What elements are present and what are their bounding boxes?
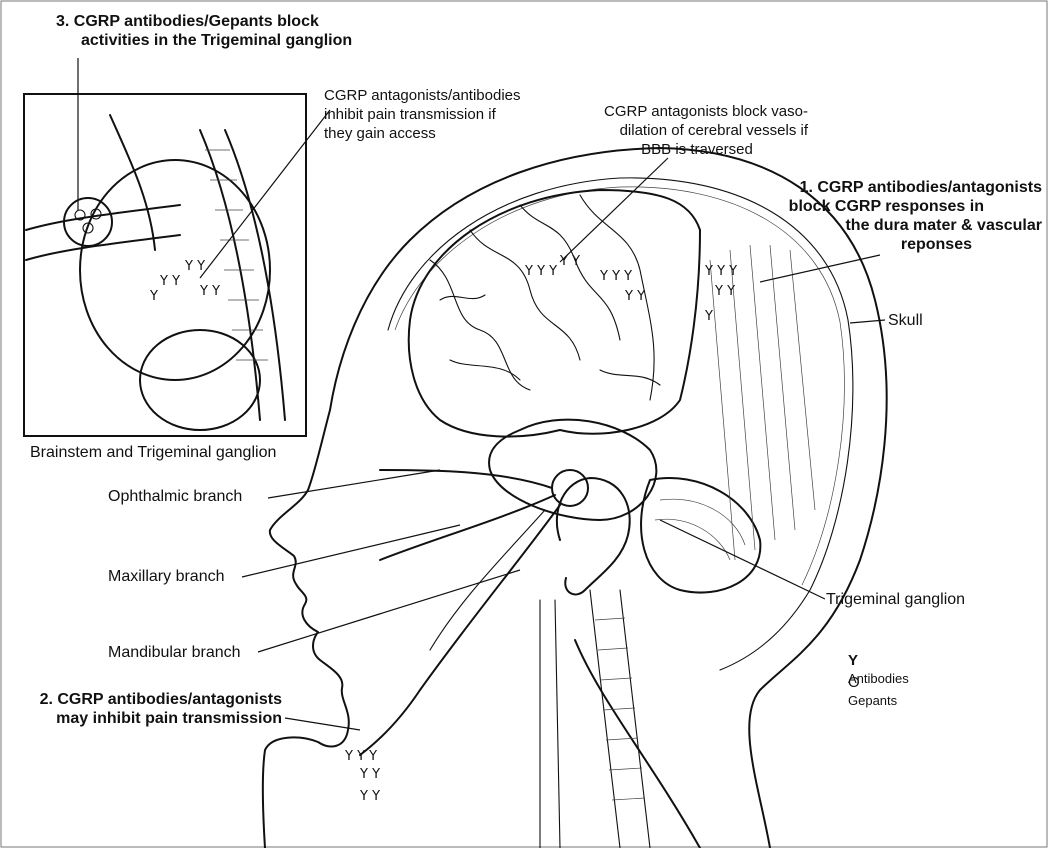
vasodilation-line-1: CGRP antagonists block vaso- [586, 102, 808, 121]
vasodilation-label: CGRP antagonists block vaso- dilation of… [586, 102, 808, 159]
dura-line-2: block CGRP responses in [780, 197, 1042, 216]
svg-text:Y Y: Y Y [559, 254, 580, 269]
dura-line-3: the dura mater & vascular [780, 216, 1042, 235]
vasodilation-line-3: BBB is traversed [586, 140, 808, 159]
pain-access-label: CGRP antagonists/antibodies inhibit pain… [324, 86, 521, 143]
svg-text:Y Y: Y Y [624, 289, 645, 304]
svg-text:Y Y: Y Y [714, 284, 735, 299]
pain-transmission-label: 2. CGRP antibodies/antagonists may inhib… [32, 690, 282, 728]
svg-text:Y: Y [704, 309, 713, 324]
skull-label: Skull [888, 311, 923, 330]
dura-line-4: reponses [780, 235, 1042, 254]
ganglion-block-line-2: activities in the Trigeminal ganglion [56, 31, 352, 50]
inset-caption: Brainstem and Trigeminal ganglion [30, 443, 276, 462]
svg-text:Y: Y [149, 289, 158, 304]
svg-text:Y Y Y: Y Y Y [344, 749, 377, 764]
svg-text:Y Y Y: Y Y Y [599, 269, 632, 284]
pain-transmission-line-2: may inhibit pain transmission [32, 709, 282, 728]
svg-text:Y Y: Y Y [359, 789, 380, 804]
pain-access-line-2: inhibit pain transmission if [324, 105, 521, 124]
svg-text:Y Y Y: Y Y Y [704, 264, 737, 279]
svg-text:Y Y: Y Y [184, 259, 205, 274]
pain-transmission-line-1: 2. CGRP antibodies/antagonists [32, 690, 282, 709]
ophthalmic-branch-label: Ophthalmic branch [108, 487, 242, 506]
mandibular-branch-label: Mandibular branch [108, 643, 241, 662]
maxillary-branch-label: Maxillary branch [108, 567, 224, 586]
svg-text:Y Y: Y Y [359, 767, 380, 782]
dura-line-1: 1. CGRP antibodies/antagonists [780, 178, 1042, 197]
legend-gepants: O Gepants [848, 674, 897, 710]
pain-access-line-1: CGRP antagonists/antibodies [324, 86, 521, 105]
svg-text:Y Y: Y Y [199, 284, 220, 299]
vasodilation-line-2: dilation of cerebral vessels if [586, 121, 808, 140]
trigeminal-ganglion-label: Trigeminal ganglion [826, 590, 965, 609]
antibody-icon: Y [848, 652, 858, 669]
dura-block-label: 1. CGRP antibodies/antagonists block CGR… [780, 178, 1042, 254]
pain-access-line-3: they gain access [324, 124, 521, 143]
inset-ganglion-panel [24, 94, 306, 436]
svg-text:Y Y: Y Y [159, 274, 180, 289]
ganglion-block-line-1: 3. CGRP antibodies/Gepants block [56, 12, 352, 31]
legend-gepants-text: Gepants [848, 693, 897, 708]
gepant-icon: O [848, 674, 860, 691]
svg-text:Y Y Y: Y Y Y [524, 264, 557, 279]
ganglion-block-label: 3. CGRP antibodies/Gepants block activit… [56, 12, 352, 50]
